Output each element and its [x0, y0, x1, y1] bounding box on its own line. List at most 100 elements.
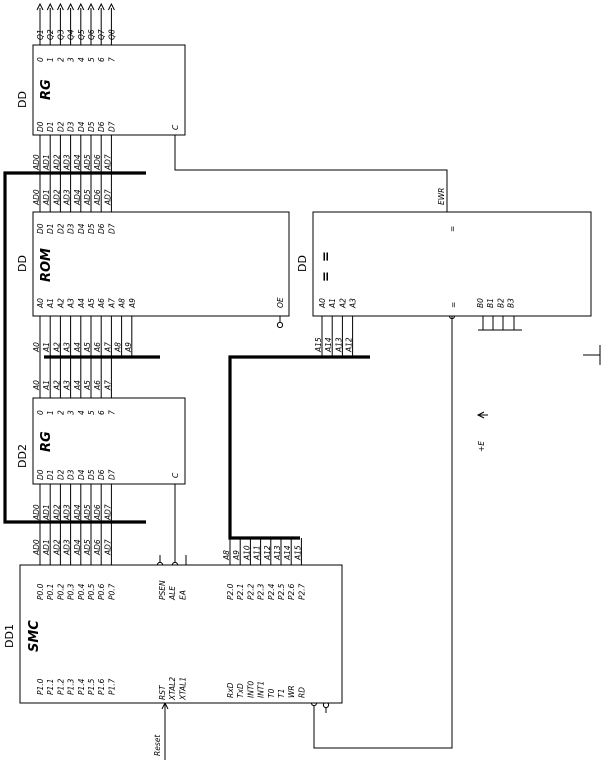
signal-label: A12: [345, 337, 354, 353]
signal-label: A14: [324, 337, 333, 353]
signal-label: AD5: [83, 189, 92, 206]
pin-label: 4: [77, 410, 86, 415]
signal-label: AD7: [103, 154, 112, 171]
chip-rg-mid: [32, 397, 186, 485]
pin-label: 2: [56, 410, 65, 415]
signal-label: EWR: [437, 188, 446, 205]
signal-label: AD6: [93, 504, 102, 521]
pin-label: =: [449, 302, 458, 308]
output-arrow: [77, 2, 85, 11]
signal-label: Q6: [87, 29, 96, 40]
signal-label: AD0: [32, 154, 41, 171]
pin-label: 5: [87, 410, 96, 415]
signal-label: AD1: [42, 539, 51, 556]
signal-label: AD0: [32, 539, 41, 556]
signal-label: AD2: [52, 154, 61, 171]
signal-label: A5: [83, 380, 92, 391]
pin-label: D7: [107, 223, 116, 234]
pin-label: D6: [97, 469, 106, 480]
signal-label: AD7: [103, 504, 112, 521]
pin-label: 3: [67, 57, 76, 62]
signal-label: Q3: [56, 29, 65, 40]
chip-ref-label: DD: [16, 91, 29, 108]
signal-label: AD5: [83, 539, 92, 556]
signal-label: A4: [73, 342, 82, 353]
output-arrow: [97, 2, 105, 11]
pin-label: P2.3: [257, 583, 266, 600]
pin-label: P0.3: [67, 583, 76, 600]
pin-label: OE: [276, 297, 285, 308]
pin-label: P1.5: [87, 678, 96, 695]
pin-label: PSEN: [158, 580, 167, 600]
pin-label: D3: [67, 469, 76, 480]
signal-label: A2: [52, 380, 61, 391]
pin-label: D2: [56, 223, 65, 234]
pin-label: 7: [107, 410, 116, 415]
chip-smc: [19, 564, 343, 704]
signal-label: Q2: [46, 29, 55, 40]
signal-label: AD5: [83, 154, 92, 171]
pin-label: D7: [107, 469, 116, 480]
signal-label: A1: [42, 380, 51, 391]
pin-label: P0.6: [97, 583, 106, 600]
signal-label: A8: [222, 550, 231, 561]
pin-label: P2.1: [236, 584, 245, 600]
pin-label: WR: [287, 685, 296, 698]
output-arrow: [87, 2, 95, 11]
pin-label: P1.7: [107, 678, 116, 695]
output-arrow: [56, 2, 64, 11]
pin-label: P0.2: [56, 583, 65, 600]
signal-label: AD2: [52, 504, 61, 521]
pin-label: A3: [349, 298, 358, 309]
signal-label: A1: [42, 342, 51, 353]
ewr-line: [174, 135, 448, 212]
chip-ref-label: DD1: [3, 624, 16, 648]
chip-ref-label: DD2: [16, 444, 29, 468]
pin-label: D6: [97, 223, 106, 234]
pin-label: P2.0: [226, 583, 235, 600]
ad-bus: [3, 171, 146, 524]
chip-type-label: RG: [39, 431, 54, 452]
pin-label: 3: [67, 410, 76, 415]
pin-label: RD: [297, 687, 306, 698]
chips: [19, 44, 592, 704]
signal-label: AD7: [103, 539, 112, 556]
pin-label: D7: [107, 121, 116, 132]
signal-label: AD1: [42, 154, 51, 171]
pin-label: D6: [97, 121, 106, 132]
signal-label: A2: [52, 342, 61, 353]
pin-label: D5: [87, 121, 96, 132]
signal-label: AD4: [73, 504, 82, 521]
signal-label: A12: [263, 545, 272, 561]
signal-label: +E: [477, 441, 486, 452]
pin-label: 6: [97, 57, 106, 62]
signal-label: AD4: [73, 189, 82, 206]
pin-label: RST: [158, 684, 167, 700]
pin-label: 6: [97, 410, 106, 415]
pin-label: D0: [36, 469, 45, 480]
signal-label: AD5: [83, 504, 92, 521]
pin-label: C: [171, 472, 180, 478]
signal-label: Q4: [67, 29, 76, 40]
pin-label: P1.1: [46, 679, 55, 695]
signal-label: A3: [63, 342, 72, 353]
output-arrow: [67, 2, 75, 11]
signal-label: Q8: [107, 29, 116, 40]
pin-label: 5: [87, 57, 96, 62]
signal-label: AD0: [32, 189, 41, 206]
pin-label: P0.7: [107, 583, 116, 600]
pin-label: P2.6: [287, 583, 296, 600]
pin-label: D2: [56, 121, 65, 132]
signal-label: AD6: [93, 539, 102, 556]
chip-rom: [32, 211, 290, 317]
pin-label: P0.4: [77, 583, 86, 600]
pin-label: 4: [77, 57, 86, 62]
pin-label: T1: [277, 689, 286, 698]
pin-label: INT0: [246, 681, 255, 698]
signal-label: AD3: [63, 189, 72, 206]
pin-label: A3: [67, 298, 76, 309]
signal-label: A0: [32, 380, 41, 391]
